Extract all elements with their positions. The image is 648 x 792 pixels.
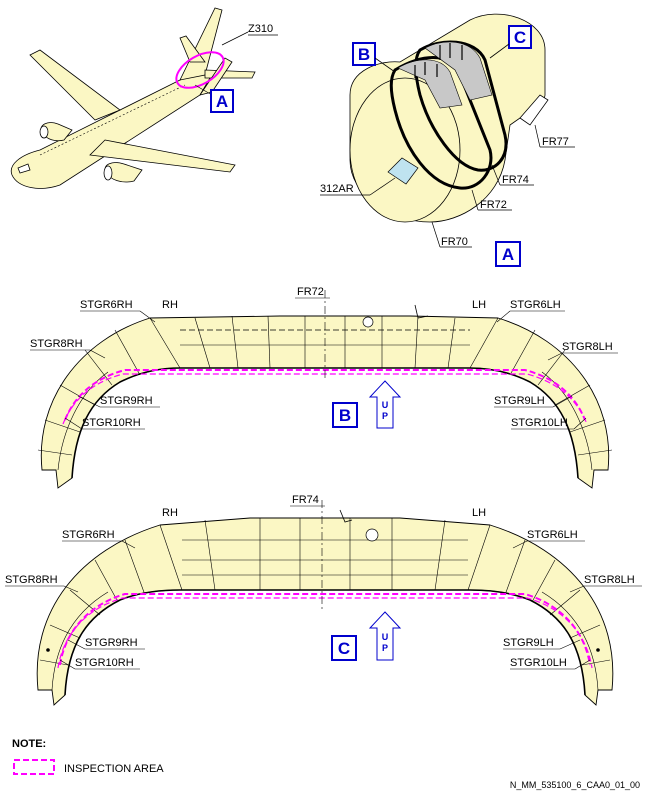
view-b-up-letter-p: P bbox=[382, 411, 388, 421]
reference-code: N_MM_535100_6_CAA0_01_00 bbox=[510, 780, 640, 790]
view-b-stgr10lh: STGR10LH bbox=[511, 417, 568, 429]
view-c-stgr6lh: STGR6LH bbox=[527, 529, 578, 541]
access-panel-shape bbox=[387, 157, 419, 185]
view-a-callout-box bbox=[495, 241, 521, 267]
view-c-up-letter-p: P bbox=[382, 643, 388, 653]
view-c-callout-box bbox=[331, 635, 357, 661]
view-c-stgr8rh: STGR8RH bbox=[5, 574, 58, 586]
frame-label-fr72: FR72 bbox=[480, 199, 507, 211]
view-c-stgr6rh: STGR6RH bbox=[62, 529, 115, 541]
view-c-side-right: LH bbox=[472, 507, 486, 519]
aircraft-callout-label: A bbox=[216, 92, 228, 111]
detail-b-callout: B bbox=[358, 45, 370, 64]
inspection-area-label: INSPECTION AREA bbox=[64, 763, 164, 775]
access-panel-label: 312AR bbox=[320, 183, 354, 195]
view-c-stgr8lh: STGR8LH bbox=[584, 574, 635, 586]
view-b-up-arrow bbox=[368, 380, 402, 429]
frame-fr72-view bbox=[37, 290, 613, 489]
view-b-stgr8lh: STGR8LH bbox=[562, 341, 613, 353]
view-b-stgr6lh: STGR6LH bbox=[510, 299, 561, 311]
view-c-stgr10rh: STGR10RH bbox=[75, 657, 134, 669]
view-b-side-left: RH bbox=[162, 299, 178, 311]
view-b-frame-label: FR72 bbox=[297, 286, 324, 298]
view-b-stgr9rh: STGR9RH bbox=[100, 395, 153, 407]
frame-label-fr77: FR77 bbox=[542, 136, 569, 148]
view-c-callout: C bbox=[338, 639, 350, 658]
inspection-area-swatch bbox=[13, 759, 55, 775]
view-c-up-letter-u: U bbox=[382, 632, 389, 642]
view-b-up-letter-u: U bbox=[382, 400, 389, 410]
view-b-callout: B bbox=[339, 406, 351, 425]
detail-c-callout: C bbox=[514, 28, 526, 47]
frame-label-fr70: FR70 bbox=[441, 236, 468, 248]
zone-label: Z310 bbox=[248, 23, 273, 35]
view-b-stgr9lh: STGR9LH bbox=[494, 395, 545, 407]
view-b-callout-box bbox=[332, 402, 358, 428]
zone-leader-line bbox=[221, 31, 249, 46]
view-b-stgr6rh: STGR6RH bbox=[80, 299, 133, 311]
view-c-stgr9lh: STGR9LH bbox=[503, 637, 554, 649]
view-c-stgr10lh: STGR10LH bbox=[510, 657, 567, 669]
view-c-up-arrow bbox=[368, 611, 402, 661]
view-a-callout: A bbox=[502, 245, 514, 264]
view-b-stgr10rh: STGR10RH bbox=[82, 417, 141, 429]
detail-c-callout-box bbox=[508, 25, 532, 49]
frame-fr74-view bbox=[36, 500, 614, 706]
detail-b-callout-box bbox=[352, 42, 376, 66]
view-c-side-left: RH bbox=[162, 507, 178, 519]
frame-label-fr74: FR74 bbox=[502, 174, 529, 186]
view-b-side-right: LH bbox=[472, 299, 486, 311]
note-title: NOTE: bbox=[12, 738, 46, 750]
view-b-stgr8rh: STGR8RH bbox=[30, 338, 83, 350]
zone-highlight-shape bbox=[175, 51, 225, 89]
aircraft-callout-box bbox=[210, 89, 234, 113]
aircraft-illustration bbox=[10, 7, 256, 189]
view-c-frame-label: FR74 bbox=[292, 494, 319, 506]
view-c-stgr9rh: STGR9RH bbox=[85, 637, 138, 649]
